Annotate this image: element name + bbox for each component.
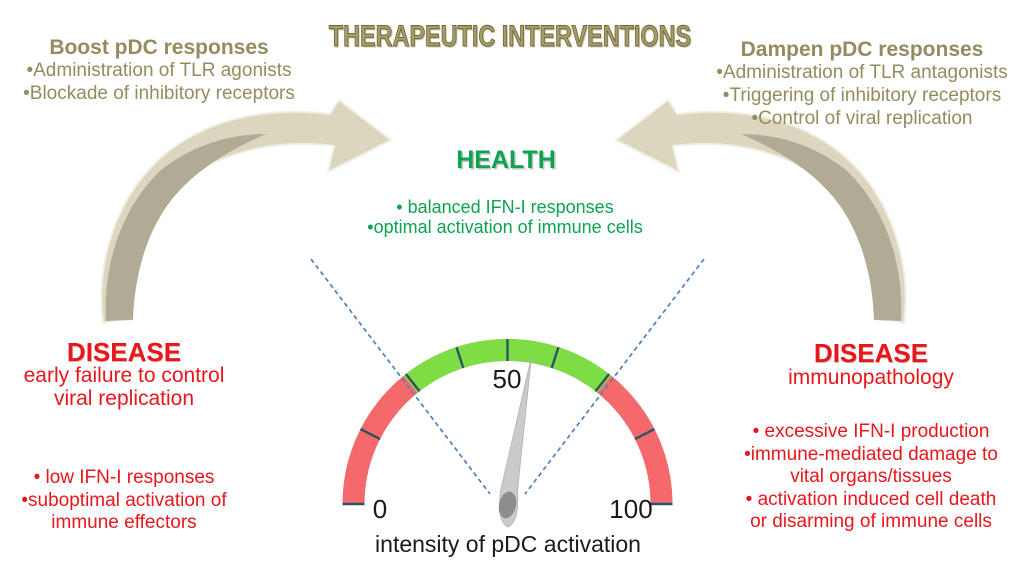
gauge-hub-icon [498,491,517,519]
disease-right-line: • excessive IFN-I production [752,421,990,442]
disease-right-line: or disarming of immune cells [750,511,992,532]
dashed-threshold-line-right [524,258,705,495]
boost-lines: •Administration of TLR agonists •Blockad… [23,59,295,105]
disease-left-subline: early failure to control [23,364,225,387]
disease-left-subheading: early failure to control viral replicati… [24,364,225,410]
gauge-max-label: 100 [609,494,653,524]
disease-left-subline: viral replication [53,387,195,410]
dampen-heading: Dampen pDC responses [740,38,984,61]
left-curve-arrow-icon [100,99,392,324]
disease-left-lines: • low IFN-I responses •suboptimal activa… [21,467,226,535]
dampen-line: •Control of viral replication [751,108,973,129]
figure-title: THERAPEUTIC INTERVENTIONS [328,20,692,54]
disease-right-heading: DISEASE [813,338,929,368]
health-heading: HEALTH [456,146,556,174]
disease-right-line: vital organs/tissues [790,466,952,487]
disease-right-subline: immunopathology [788,366,954,389]
disease-left-heading: DISEASE [66,337,182,367]
boost-heading: Boost pDC responses [49,36,269,59]
health-line: •optimal activation of immune cells [367,216,643,237]
gauge-ticks [342,339,673,506]
dampen-line: •Administration of TLR antagonists [716,62,1008,83]
disease-right-line: • activation induced cell death [745,488,997,510]
disease-right-line: •immune-mediated damage to [744,443,998,465]
dampen-lines: •Administration of TLR antagonists •Trig… [716,61,1007,130]
disease-right-subheading: immunopathology [788,366,954,389]
disease-left-line: immune effectors [51,512,197,533]
gauge-min-label: 0 [372,494,388,524]
dampen-line: •Triggering of inhibitory receptors [722,85,1002,106]
disease-right-lines: • excessive IFN-I production •immune-med… [744,421,998,534]
boost-line: •Blockade of inhibitory receptors [23,83,295,104]
boost-line: •Administration of TLR agonists [26,60,292,81]
disease-left-line: •suboptimal activation of [21,489,227,511]
dashed-threshold-line-left [310,258,491,495]
disease-left-line: • low IFN-I responses [33,467,215,488]
gauge-axis-label: intensity of pDC activation [375,531,641,557]
health-lines: • balanced IFN-I responses •optimal acti… [367,197,643,237]
gauge-mid-label: 50 [492,364,522,394]
health-line: • balanced IFN-I responses [396,197,614,217]
right-curve-arrow-icon [615,99,907,324]
